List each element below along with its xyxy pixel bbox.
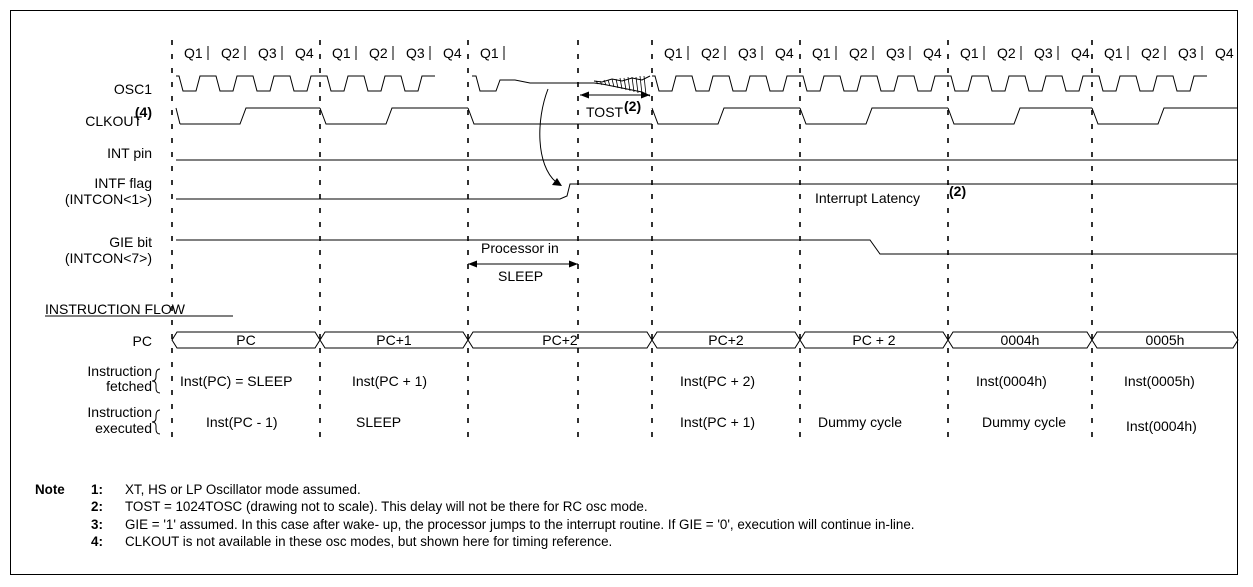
- phase-label: Q1: [332, 45, 351, 61]
- tost-arrow: [580, 91, 650, 99]
- cycle-boundaries: [171, 40, 1093, 442]
- intf-flag-waveform: [176, 183, 1238, 200]
- phase-label: Q2: [701, 45, 720, 61]
- osc1-startup-ramp: [593, 75, 651, 83]
- tost-label: TOST: [586, 104, 624, 120]
- executed-instruction: Dummy cycle: [818, 414, 902, 430]
- wakeup-arrow: [539, 88, 562, 186]
- phase-label: Q4: [295, 45, 314, 61]
- executed-label-line2: executed: [95, 420, 152, 436]
- fetched-label-line2: fetched: [106, 378, 152, 394]
- intf-register-label: (INTCON<1>): [65, 191, 152, 207]
- osc1-label: OSC1: [114, 81, 152, 97]
- phase-label: Q1: [664, 45, 683, 61]
- fetched-instruction: Inst(PC) = SLEEP: [180, 373, 292, 389]
- pc-bus-segment: [1091, 331, 1239, 349]
- phase-label: Q1: [480, 45, 499, 61]
- instruction-flow-heading: INSTRUCTION FLOW: [45, 301, 186, 317]
- note-number: 2:: [91, 499, 103, 515]
- executed-label-line1: Instruction: [87, 404, 152, 420]
- sleep-duration-arrow: [468, 260, 578, 268]
- gie-bit-label: GIE bit: [109, 234, 152, 250]
- interrupt-latency-footnote: (2): [949, 183, 966, 199]
- phase-label: Q1: [960, 45, 979, 61]
- executed-row: Inst(PC - 1) SLEEP Inst(PC + 1) Dummy cycle…: [206, 414, 1197, 434]
- executed-instruction: Inst(0004h): [1126, 418, 1197, 434]
- gie-bit-waveform: [176, 239, 1238, 255]
- note-text: GIE = '1' assumed. In this case after wa…: [125, 516, 915, 532]
- phase-label: Q3: [406, 45, 425, 61]
- pc-value: PC+2: [708, 332, 744, 348]
- executed-instruction: Inst(PC - 1): [206, 414, 278, 430]
- clkout-waveform: [175, 107, 1238, 125]
- notes-heading: Note: [35, 482, 65, 497]
- pc-value: PC + 2: [852, 332, 895, 348]
- pc-value: PC+2: [542, 332, 578, 348]
- phase-label: Q1: [812, 45, 831, 61]
- note-text: XT, HS or LP Oscillator mode assumed.: [125, 482, 361, 497]
- executed-instruction: Inst(PC + 1): [680, 414, 755, 430]
- gie-register-label: (INTCON<7>): [65, 250, 152, 266]
- fetched-instruction: Inst(0004h): [976, 373, 1047, 389]
- note-text: TOST = 1024TOSC (drawing not to scale). …: [125, 499, 648, 515]
- note-number: 1:: [91, 482, 103, 497]
- pc-label: PC: [133, 333, 152, 349]
- phase-label: Q3: [738, 45, 757, 61]
- phase-label: Q4: [443, 45, 462, 61]
- interrupt-latency-label: Interrupt Latency: [815, 190, 920, 206]
- phase-label: Q3: [1178, 45, 1197, 61]
- phase-label: Q3: [1034, 45, 1053, 61]
- int-pin-label: INT pin: [107, 145, 152, 161]
- executed-brace: [151, 409, 161, 435]
- clkout-footnote: (4): [135, 104, 152, 120]
- pc-value: PC: [236, 332, 255, 348]
- fetched-label-line1: Instruction: [87, 363, 152, 379]
- phase-label: Q4: [775, 45, 794, 61]
- fetched-instruction: Inst(PC + 1): [352, 373, 427, 389]
- phase-label: Q4: [1215, 45, 1234, 61]
- osc1-startup-oscillation: [595, 75, 647, 96]
- phase-label: Q2: [221, 45, 240, 61]
- clkout-label: CLKOUT: [85, 113, 142, 129]
- osc1-waveform: [176, 75, 1207, 92]
- figure-frame: [10, 10, 1238, 575]
- phase-label: Q2: [997, 45, 1016, 61]
- phase-label: Q2: [849, 45, 868, 61]
- fetched-instruction: Inst(PC + 2): [680, 373, 755, 389]
- phase-label: Q2: [1141, 45, 1160, 61]
- phase-labels: Q1 Q2 Q3 Q4 Q1 Q2 Q3 Q4 Q1 Q1 Q2 Q3 Q4 Q1 Q2 Q3 Q4 Q1 Q2 Q3…: [184, 45, 1234, 61]
- phase-label: Q4: [923, 45, 942, 61]
- pc-value: 0004h: [1001, 332, 1040, 348]
- pc-bus: PC PC+1 PC+2 PC+2 PC + 2 0004h 0005h: [171, 331, 1239, 349]
- pc-value: 0005h: [1146, 332, 1185, 348]
- executed-instruction: SLEEP: [356, 414, 401, 430]
- intf-flag-label: INTF flag: [94, 175, 152, 191]
- sleep-label: SLEEP: [498, 268, 543, 284]
- pc-value: PC+1: [376, 332, 412, 348]
- fetched-instruction: Inst(0005h): [1124, 373, 1195, 389]
- executed-instruction: Dummy cycle: [982, 414, 1066, 430]
- note-text: CLKOUT is not available in these osc mod…: [125, 534, 613, 550]
- phase-label: Q4: [1071, 45, 1090, 61]
- phase-label: Q3: [886, 45, 905, 61]
- phase-label: Q2: [369, 45, 388, 61]
- fetched-brace: [151, 368, 161, 394]
- note-number: 3:: [91, 516, 103, 532]
- note-number: 4:: [91, 534, 103, 550]
- phase-label: Q1: [184, 45, 203, 61]
- phase-label: Q3: [258, 45, 277, 61]
- fetched-row: Inst(PC) = SLEEP Inst(PC + 1) Inst(PC + 2)…: [180, 373, 1195, 389]
- tost-footnote: (2): [624, 98, 641, 114]
- processor-in-label: Processor in: [481, 240, 559, 256]
- phase-label: Q1: [1104, 45, 1123, 61]
